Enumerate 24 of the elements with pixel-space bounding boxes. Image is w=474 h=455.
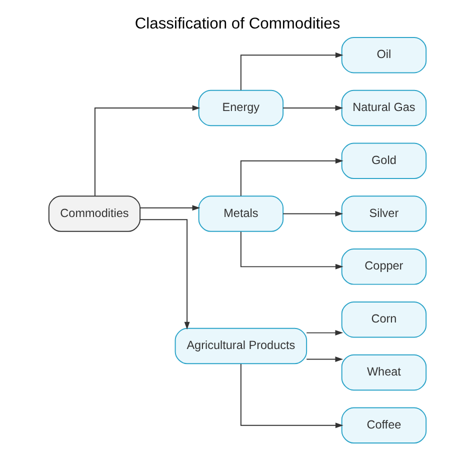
arrow	[306, 330, 343, 336]
node-box: Natural Gas	[340, 90, 426, 126]
diagram-title: Classification of Commodities	[134, 15, 340, 32]
arrow	[282, 105, 343, 111]
node-box: Silver	[340, 196, 426, 232]
arrow	[139, 205, 200, 211]
arrow	[139, 219, 190, 330]
node-box: Oil	[340, 36, 426, 74]
node-box: Gold	[340, 142, 426, 180]
node-box: Agricultural Products	[174, 328, 307, 364]
arrow	[240, 364, 343, 428]
arrow	[94, 105, 200, 196]
arrow	[240, 231, 343, 270]
node-box: Corn	[340, 301, 426, 338]
node-box: Commodities	[48, 196, 140, 232]
arrow	[306, 356, 343, 362]
node-box: Metals	[198, 196, 284, 232]
node-box: Copper	[340, 248, 426, 285]
node-box: Wheat	[340, 354, 426, 391]
arrow	[240, 158, 343, 196]
node-box: Coffee	[340, 407, 426, 444]
node-box: Energy	[198, 90, 284, 126]
arrow	[282, 211, 343, 217]
arrow	[240, 52, 343, 91]
